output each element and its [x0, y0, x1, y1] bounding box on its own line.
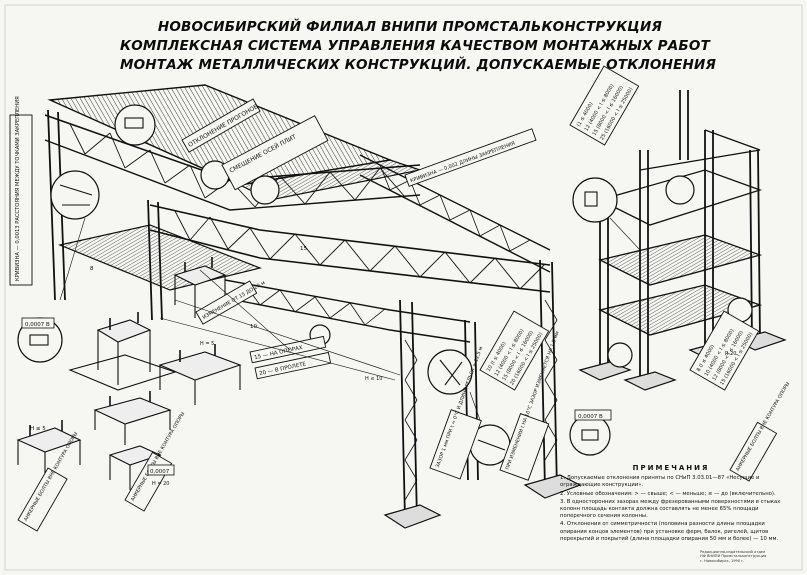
publisher-stamp: Редакционно-издательский отдел НФ ВНИПИ … — [700, 550, 795, 563]
main-truss-top — [149, 204, 551, 266]
detail-circle-content — [29, 117, 599, 451]
detail-circle-r2 — [665, 175, 695, 205]
tol-d8: 8 — [90, 266, 94, 272]
title-line-1: НОВОСИБИРСКИЙ ФИЛИАЛ ВНИПИ ПРОМСТАЛЬКОНС… — [157, 19, 663, 35]
foundation-3 — [158, 351, 242, 405]
range-table-top: (1 ≤ 4000) 12 (4000 < l ≤ 8000) 15 (8000… — [569, 65, 640, 146]
callout-crane-rail-text: КРИВИЗНА — 0,002 ДЛИНЫ ЗАКРЕПЛЕНИЯ — [410, 141, 516, 185]
title-line-2: КОМПЛЕКСНАЯ СИСТЕМА УПРАВЛЕНИЯ КАЧЕСТВОМ… — [120, 38, 710, 54]
tol-left-1: 0,0007 B — [25, 322, 50, 328]
tol-d10: 10 — [250, 324, 257, 330]
lower-truss-bottom — [224, 297, 471, 343]
column-lattice — [404, 299, 558, 501]
anchor-bolts — [29, 257, 216, 436]
roof-truss-web — [69, 123, 406, 208]
callout-column-distance: КРИВИЗНА — 0,0013 РАССТОЯНИЯ МЕЖДУ ТОЧКА… — [9, 96, 33, 286]
notes-heading: ПРИМЕЧАНИЯ — [632, 464, 710, 472]
callout-crane-rail: КРИВИЗНА — 0,002 ДЛИНЫ ЗАКРЕПЛЕНИЯ — [404, 128, 537, 187]
foundations — [16, 257, 242, 490]
tol-d15: 15 — [300, 246, 307, 252]
stamp-line-3: г. Новосибирск, 1990 г. — [700, 558, 745, 563]
upper-truss-top — [359, 154, 551, 251]
upper-truss-web — [379, 164, 531, 252]
stamp-line-1: Редакционно-издательский отдел — [700, 550, 766, 554]
note-item-2: 2. Условные обозначения: > — свыше; < — … — [560, 490, 776, 497]
title-block: НОВОСИБИРСКИЙ ФИЛИАЛ ВНИПИ ПРОМСТАЛЬКОНС… — [120, 18, 717, 75]
tol-r20: R 20 — [725, 351, 736, 357]
leader-lines — [59, 217, 641, 421]
detail-circle-right — [572, 177, 618, 223]
foundation-4 — [93, 397, 172, 445]
foundation-1 — [68, 319, 177, 391]
tol-h-small: H = 5 — [200, 341, 214, 347]
right-base-2 — [623, 371, 677, 391]
callout-change: ИЗМЕНЕНИЕ ОТ 15 ДО 20 м — [195, 280, 267, 325]
tol-h10: H ≤ 10 — [365, 376, 383, 382]
detail-circle-crane — [50, 170, 100, 220]
detail-circle-roof — [250, 175, 280, 205]
sheet-frame — [4, 4, 803, 571]
tol-mid: 0,0007 — [150, 469, 170, 475]
column-base-right — [523, 474, 582, 499]
tol-h20: H = 20 — [152, 481, 170, 487]
frame-columns — [47, 109, 558, 521]
tolerance-labels: 0,0007 B H ≤ 5 0,0007 0,0007 B H = 5 H ≤… — [21, 246, 736, 487]
title-line-3: МОНТАЖ МЕТАЛЛИЧЕСКИХ КОНСТРУКЦИЙ. ДОПУСК… — [120, 57, 717, 73]
note-item-3: 3. В односторонних зазорах между фрезеро… — [560, 498, 781, 520]
lower-truss-web — [244, 283, 386, 326]
notes-block: ПРИМЕЧАНИЯ 1. Допускаемые отклонения при… — [560, 464, 782, 544]
main-truss-web — [174, 210, 546, 290]
callout-column-distance-text: КРИВИЗНА — 0,0013 РАССТОЯНИЯ МЕЖДУ ТОЧКА… — [15, 96, 21, 281]
detail-circle-base-r — [569, 414, 611, 456]
detail-circle-r4 — [607, 342, 633, 368]
stamp-line-2: НФ ВНИПИ Промстальконструкция — [700, 554, 767, 559]
detail-circles — [17, 104, 753, 466]
tol-right: 0,0007 B — [578, 414, 603, 420]
callout-anchor-right-text: АНКЕРНЫЕ БОЛТЫ ВНЕ КОНТУРА ОПОРЫ — [735, 381, 791, 472]
right-frame — [578, 90, 787, 391]
column-base-front — [383, 504, 442, 529]
tol-left-2: H ≤ 5 — [30, 426, 46, 432]
note-item-4: 4. Отклонения от симметричности (половин… — [560, 521, 779, 542]
detail-circle-bolt — [114, 104, 156, 146]
upper-truss-bottom — [359, 174, 551, 273]
roof-truss-bottom — [44, 139, 421, 211]
note-item-1: 1. Допускаемые отклонения приняты по СНи… — [560, 475, 760, 489]
